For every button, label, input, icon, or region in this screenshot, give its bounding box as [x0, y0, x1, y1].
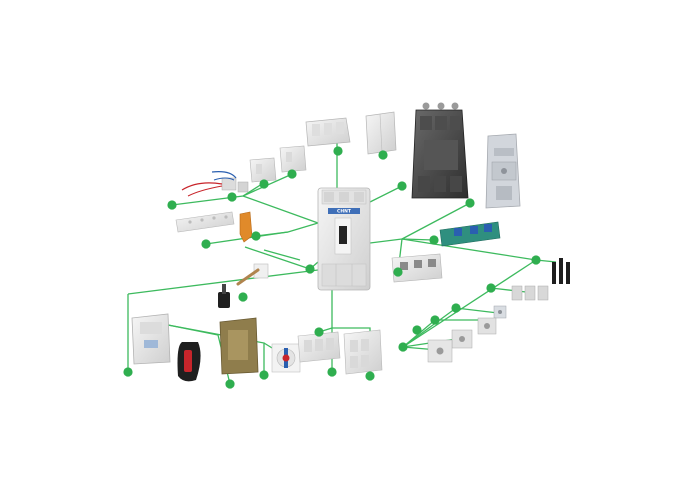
plug-in-base	[411, 102, 469, 199]
callout-node	[451, 303, 461, 313]
phase-barrier	[365, 111, 397, 155]
connector-line	[402, 259, 537, 348]
callout-node	[305, 264, 315, 274]
terminal-connector	[427, 339, 453, 363]
callout-nodes	[123, 146, 541, 389]
callout-node	[287, 169, 297, 179]
callout-node	[430, 315, 440, 325]
callout-node	[259, 370, 269, 380]
connector-line	[401, 238, 435, 241]
brand-strip	[328, 208, 360, 214]
callout-node	[327, 367, 337, 377]
connector-line	[369, 238, 403, 244]
callout-node	[486, 283, 496, 293]
callout-node	[465, 198, 475, 208]
connector-line	[255, 231, 289, 237]
callout-node	[531, 255, 541, 265]
callout-node	[251, 231, 261, 241]
connector-line	[127, 269, 319, 295]
connector-line	[401, 238, 537, 261]
orange-accessory	[239, 211, 253, 243]
connector-line	[369, 185, 403, 203]
small-terminal	[493, 305, 507, 319]
main-breaker: CHNT	[317, 187, 371, 291]
callout-node	[201, 239, 211, 249]
extension-rods	[552, 258, 570, 284]
connector-line	[242, 195, 319, 224]
connector-line	[263, 249, 301, 261]
rear-mount	[485, 133, 521, 209]
callout-node	[314, 327, 324, 337]
connector-line	[401, 202, 471, 240]
terminal-connector	[451, 329, 473, 349]
terminal-cover-b	[343, 329, 383, 375]
callout-node	[365, 371, 375, 381]
callout-node	[397, 181, 407, 191]
breaker-toggle	[339, 226, 347, 244]
operating-mechanism	[177, 317, 259, 382]
callout-node	[378, 150, 388, 160]
terminal-strip	[175, 211, 235, 233]
callout-node	[398, 342, 408, 352]
callout-node	[225, 379, 235, 389]
terminal-cover-small	[305, 117, 351, 147]
callout-node	[393, 267, 403, 277]
callout-node	[167, 200, 177, 210]
motor-operator	[131, 313, 171, 365]
busbars	[511, 285, 549, 301]
callout-node	[259, 179, 269, 189]
door-handle	[271, 343, 301, 373]
callout-node	[429, 235, 439, 245]
terminal-connector	[477, 317, 497, 335]
callout-node	[238, 292, 248, 302]
callout-node	[227, 192, 237, 202]
brand-label: CHNT	[337, 209, 352, 215]
shunt-release	[439, 221, 501, 247]
auxiliary-contacts	[249, 145, 307, 183]
connector-line	[205, 222, 319, 245]
callout-node	[333, 146, 343, 156]
callout-node	[123, 367, 133, 377]
terminal-block	[391, 253, 443, 283]
callout-node	[412, 325, 422, 335]
terminal-cover-a	[297, 331, 341, 363]
rotary-handle	[218, 284, 230, 308]
lead-wires	[181, 171, 249, 197]
handle-lever	[236, 263, 269, 286]
